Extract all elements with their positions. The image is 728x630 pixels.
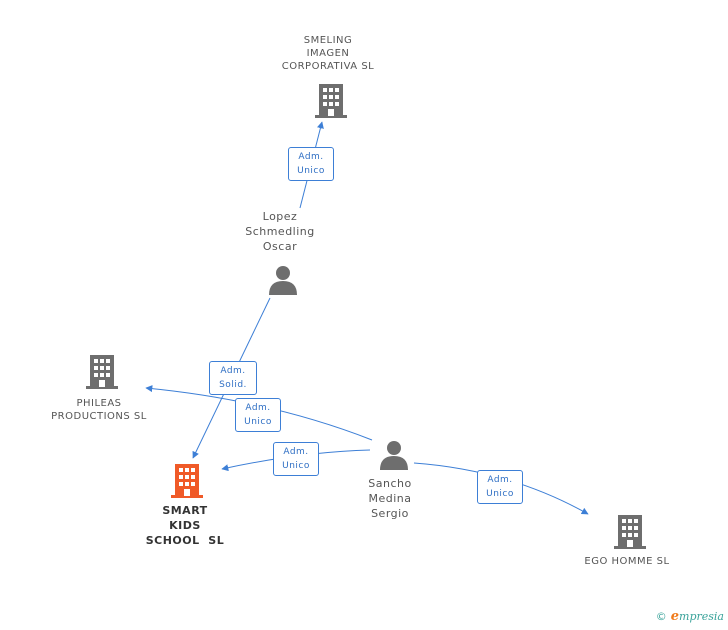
building-icon[interactable] — [315, 84, 347, 118]
edge-label-lopez-smeling[interactable]: Adm. Unico — [288, 147, 334, 181]
node-label-ego-homme: EGO HOMME SL — [572, 555, 682, 568]
person-icon[interactable] — [268, 265, 298, 295]
node-label-sancho: Sancho Medina Sergio — [340, 476, 440, 521]
edge-label-line: Unico — [244, 417, 272, 427]
copyright-symbol: © — [655, 610, 667, 623]
edge-label-line: Adm. — [283, 447, 309, 457]
edge-label-sancho-phileas[interactable]: Adm. Unico — [235, 398, 281, 432]
edge-label-sancho-ego[interactable]: Adm. Unico — [477, 470, 523, 504]
edge-label-line: Unico — [297, 166, 325, 176]
building-icon[interactable] — [171, 464, 203, 498]
node-label-line: Medina — [368, 492, 412, 505]
edge-label-lopez-smart[interactable]: Adm. Solid. — [209, 361, 257, 395]
edge-label-sancho-smart[interactable]: Adm. Unico — [273, 442, 319, 476]
edge-label-line: Solid. — [219, 380, 247, 390]
node-label-line: IMAGEN — [306, 48, 350, 59]
edge-label-line: Adm. — [245, 403, 271, 413]
edge-label-line: Adm. — [298, 152, 324, 162]
node-label-phileas: PHILEAS PRODUCTIONS SL — [34, 397, 164, 423]
node-label-line: Sergio — [371, 507, 409, 520]
node-label-lopez: Lopez Schmedling Oscar — [220, 209, 340, 254]
brand-initial: e — [670, 609, 680, 624]
brand-name: mpresia — [679, 610, 724, 623]
node-label-line: Oscar — [262, 240, 298, 253]
node-label-line: SMART — [162, 504, 208, 517]
node-label-line: Lopez — [262, 210, 298, 223]
node-label-smart-kids: SMART KIDS SCHOOL SL — [125, 503, 245, 548]
node-label-line: Schmedling — [245, 225, 315, 238]
node-label-line: PHILEAS — [76, 398, 122, 409]
node-label-line: PRODUCTIONS SL — [51, 411, 147, 422]
node-label-line: Sancho — [368, 477, 412, 490]
edge-label-line: Adm. — [487, 475, 513, 485]
node-label-line: KIDS — [169, 519, 201, 532]
empresia-logo[interactable]: ©empresia — [656, 609, 724, 624]
building-icon[interactable] — [614, 515, 646, 549]
edge-label-line: Unico — [282, 461, 310, 471]
person-icon[interactable] — [379, 440, 409, 470]
edge-label-line: Adm. — [220, 366, 246, 376]
building-icon[interactable] — [86, 355, 118, 389]
node-label-smeling: SMELING IMAGEN CORPORATIVA SL — [258, 34, 398, 73]
node-label-line: SMELING — [303, 35, 353, 46]
node-label-line: EGO HOMME SL — [584, 556, 670, 567]
node-label-line: CORPORATIVA SL — [281, 61, 375, 72]
edge-label-line: Unico — [486, 489, 514, 499]
node-label-line: SCHOOL SL — [145, 534, 225, 547]
